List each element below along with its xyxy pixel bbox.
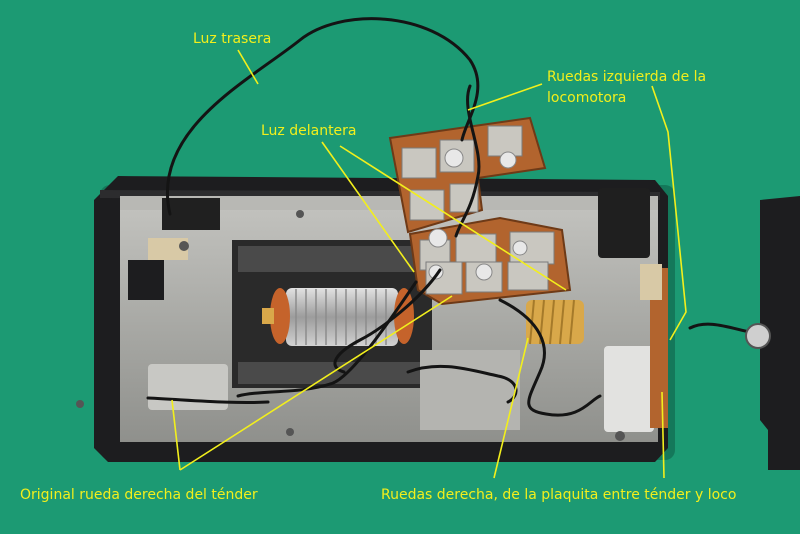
leader-luz-delantera-b	[339, 145, 567, 291]
motor-coil	[286, 288, 398, 346]
right-connector	[640, 264, 662, 300]
motor-magnet-top	[238, 246, 426, 272]
label-luz-trasera: Luz trasera	[193, 31, 272, 47]
connector-plug	[745, 323, 771, 349]
rear-bracket	[128, 260, 164, 300]
wires	[146, 17, 762, 417]
leader-ruedas-izq-b	[651, 85, 687, 341]
copper-winding-left	[270, 288, 290, 344]
leader-luz-delantera-a	[321, 141, 415, 273]
leader-luz-trasera	[237, 49, 259, 85]
screws	[76, 210, 625, 441]
rear-light-housing	[162, 198, 220, 230]
label-luz-delantera: Luz delantera	[261, 123, 357, 139]
leader-lines	[171, 49, 687, 479]
coil-windings	[295, 289, 387, 345]
label-original-rueda: Original rueda derecha del ténder	[20, 487, 258, 503]
worm-gear	[526, 300, 584, 344]
side-circuit-strip	[650, 268, 668, 428]
leader-ruedas-der-b	[661, 391, 665, 479]
right-lower-block	[604, 346, 654, 432]
leader-ruedas-izq-a	[467, 83, 543, 111]
label-ruedas-izquierda: Ruedas izquierda de la locomotora	[547, 69, 707, 106]
chassis-top-edge	[120, 196, 658, 210]
leader-original-b	[179, 295, 453, 471]
locomotive-edge	[760, 196, 800, 470]
leader-ruedas-der-a	[493, 337, 529, 479]
chassis-block-center	[420, 350, 520, 430]
rear-light-terminal	[148, 238, 188, 260]
solder-blobs	[428, 148, 528, 281]
motor-commutator	[262, 308, 274, 324]
right-upper-block	[598, 188, 650, 258]
label-ruedas-derecha: Ruedas derecha, de la plaquita entre tén…	[381, 487, 737, 503]
leader-original-a	[171, 399, 181, 471]
